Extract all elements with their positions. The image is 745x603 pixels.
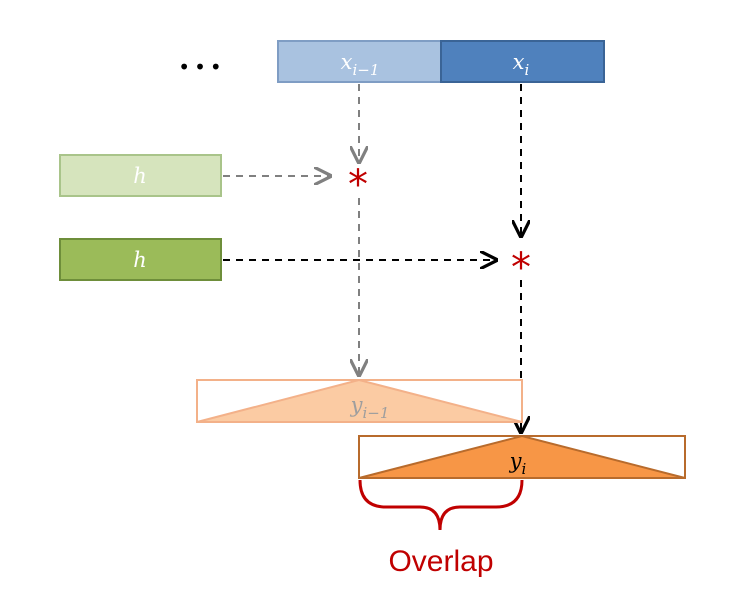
output-prev-base: y (350, 393, 364, 417)
filter-label-faded: h (133, 164, 147, 188)
svg-text:xi: xi (513, 50, 530, 79)
overlap-brace (358, 479, 524, 531)
input-curr-base: x (513, 50, 525, 74)
conv-star-prev: * (348, 162, 368, 208)
input-block-curr: xi (440, 40, 605, 83)
input-prev-sub: i−1 (352, 61, 379, 79)
overlap-label: Overlap (388, 545, 493, 578)
output-block-prev: yi−1 (196, 378, 523, 423)
svg-text:yi: yi (509, 449, 527, 478)
input-curr-sub: i (525, 61, 530, 79)
svg-text:xi−1: xi−1 (341, 50, 380, 79)
conv-star-curr: * (511, 245, 531, 291)
filter-block: h (59, 238, 222, 281)
filter-block-faded: h (59, 154, 222, 197)
input-block-prev: xi−1 (277, 40, 442, 83)
svg-text:yi−1: yi−1 (350, 393, 390, 422)
ellipsis: ••• (178, 55, 225, 79)
output-block-curr: yi (358, 434, 686, 479)
output-prev-sub: i−1 (362, 404, 389, 422)
input-prev-base: x (341, 50, 353, 74)
filter-label: h (133, 248, 147, 272)
output-curr-sub: i (522, 460, 527, 478)
output-curr-base: y (509, 449, 523, 473)
